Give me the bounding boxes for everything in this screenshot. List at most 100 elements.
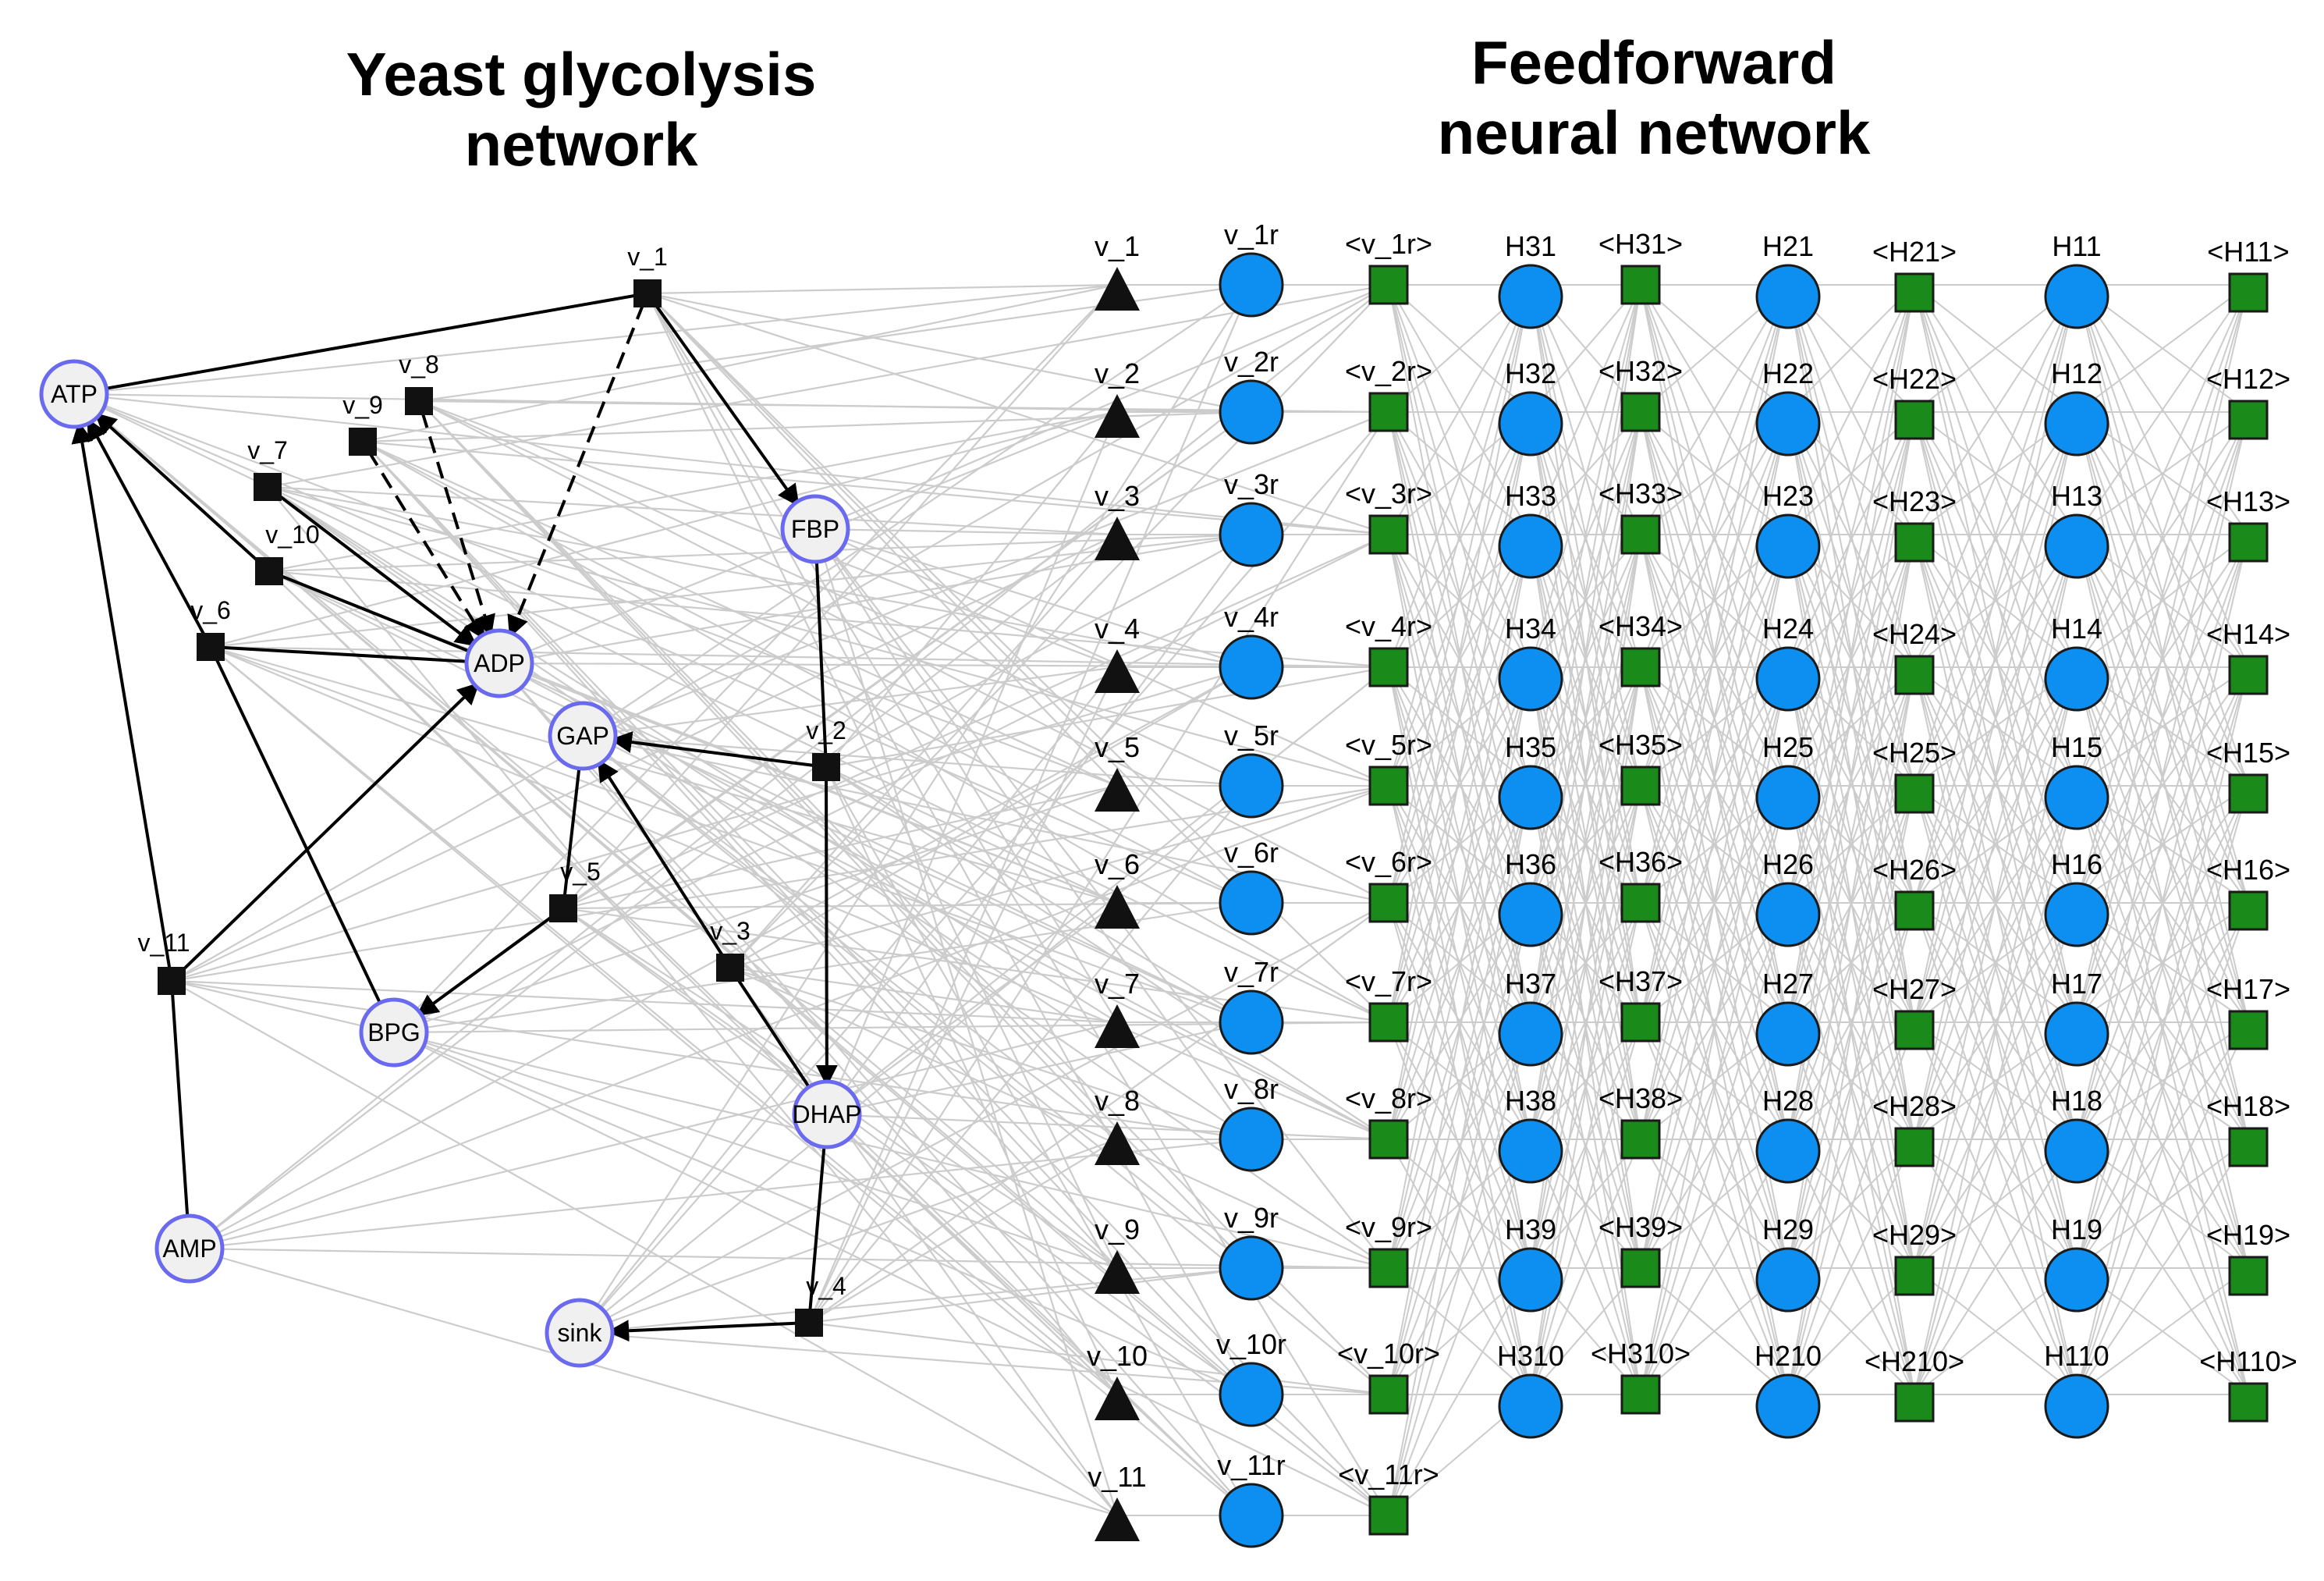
layer3-output-node-h310[interactable] [1620,1374,1661,1415]
layer2-output-node-h25[interactable] [1894,773,1935,814]
layer1-hidden-node-h16[interactable] [2044,882,2109,947]
metabolite-node-adp[interactable] [464,628,534,698]
reaction-node-v-9[interactable] [349,428,377,456]
layer1-output-node-h16[interactable] [2228,890,2269,931]
layer1-hidden-node-h19[interactable] [2044,1247,2109,1313]
layer2-hidden-node-h26[interactable] [1755,882,1821,947]
reaction-hidden-node-v-10r[interactable] [1219,1362,1284,1427]
reaction-node-v-8[interactable] [405,387,433,415]
metabolite-node-atp[interactable] [39,359,109,429]
reaction-hidden-node-v-2r[interactable] [1219,379,1284,445]
metabolite-node-gap[interactable] [548,701,618,771]
layer1-output-node-h13[interactable] [2228,522,2269,563]
layer2-output-node-h23[interactable] [1894,522,1935,563]
layer1-hidden-node-h17[interactable] [2044,1001,2109,1067]
layer3-hidden-node-h33[interactable] [1498,513,1563,579]
input-node-v-8[interactable] [1095,1121,1140,1165]
layer3-output-node-h34[interactable] [1620,647,1661,687]
reaction-output-node-v-4r[interactable] [1368,647,1409,687]
reaction-node-v-11[interactable] [158,967,186,995]
layer2-output-node-h22[interactable] [1894,400,1935,440]
metabolite-node-dhap[interactable] [792,1079,862,1149]
reaction-node-v-2[interactable] [812,753,840,781]
layer2-hidden-node-h21[interactable] [1755,264,1821,329]
layer1-hidden-node-h14[interactable] [2044,646,2109,712]
metabolite-node-sink[interactable] [545,1298,615,1368]
metabolite-node-fbp[interactable] [780,494,850,564]
layer2-hidden-node-h24[interactable] [1755,646,1821,712]
layer2-output-node-h21[interactable] [1894,272,1935,313]
reaction-hidden-node-v-8r[interactable] [1219,1107,1284,1172]
layer3-output-node-h33[interactable] [1620,514,1661,555]
layer3-hidden-node-h34[interactable] [1498,646,1563,712]
layer1-hidden-node-h13[interactable] [2044,513,2109,579]
layer3-hidden-node-h31[interactable] [1498,264,1563,329]
metabolite-node-amp[interactable] [154,1213,225,1284]
input-node-v-9[interactable] [1095,1250,1140,1294]
layer3-hidden-node-h37[interactable] [1498,1001,1563,1067]
layer2-output-node-h28[interactable] [1894,1127,1935,1167]
layer3-hidden-node-h39[interactable] [1498,1247,1563,1313]
layer1-hidden-node-h11[interactable] [2044,264,2109,329]
layer1-output-node-h11[interactable] [2228,272,2269,313]
layer2-output-node-h210[interactable] [1894,1382,1935,1423]
layer3-hidden-node-h35[interactable] [1498,765,1563,830]
input-node-v-2[interactable] [1095,394,1140,438]
layer3-hidden-node-h32[interactable] [1498,391,1563,457]
layer2-output-node-h27[interactable] [1894,1010,1935,1050]
input-node-v-7[interactable] [1095,1004,1140,1048]
reaction-node-v-6[interactable] [197,633,225,661]
layer3-hidden-node-h310[interactable] [1498,1373,1563,1439]
metabolite-node-bpg[interactable] [359,997,429,1068]
layer3-output-node-h39[interactable] [1620,1248,1661,1288]
layer3-output-node-h31[interactable] [1620,265,1661,305]
layer1-hidden-node-h18[interactable] [2044,1118,2109,1184]
layer1-hidden-node-h15[interactable] [2044,765,2109,830]
layer2-hidden-node-h23[interactable] [1755,513,1821,579]
reaction-hidden-node-v-3r[interactable] [1219,502,1284,567]
reaction-hidden-node-v-9r[interactable] [1219,1235,1284,1301]
layer3-hidden-node-h38[interactable] [1498,1118,1563,1184]
reaction-output-node-v-7r[interactable] [1368,1002,1409,1043]
reaction-hidden-node-v-5r[interactable] [1219,753,1284,819]
layer1-output-node-h14[interactable] [2228,655,2269,695]
reaction-hidden-node-v-11r[interactable] [1219,1483,1284,1548]
layer2-hidden-node-h210[interactable] [1755,1373,1821,1439]
layer1-hidden-node-h110[interactable] [2044,1373,2109,1439]
reaction-output-node-v-6r[interactable] [1368,883,1409,923]
reaction-node-v-3[interactable] [716,954,744,982]
input-node-v-1[interactable] [1095,267,1140,311]
layer3-output-node-h36[interactable] [1620,883,1661,923]
reaction-node-v-4[interactable] [795,1309,823,1337]
input-node-v-4[interactable] [1095,649,1140,693]
reaction-output-node-v-5r[interactable] [1368,766,1409,806]
layer1-output-node-h15[interactable] [2228,773,2269,814]
layer1-output-node-h19[interactable] [2228,1256,2269,1296]
reaction-hidden-node-v-4r[interactable] [1219,634,1284,700]
reaction-hidden-node-v-1r[interactable] [1219,252,1284,318]
reaction-node-v-1[interactable] [633,279,662,307]
layer3-output-node-h32[interactable] [1620,392,1661,432]
reaction-node-v-7[interactable] [254,473,282,501]
input-node-v-10[interactable] [1095,1377,1140,1420]
reaction-hidden-node-v-6r[interactable] [1219,870,1284,936]
reaction-output-node-v-8r[interactable] [1368,1119,1409,1160]
reaction-output-node-v-11r[interactable] [1368,1495,1409,1536]
layer3-output-node-h35[interactable] [1620,766,1661,806]
input-node-v-11[interactable] [1095,1498,1140,1541]
layer1-output-node-h18[interactable] [2228,1127,2269,1167]
input-node-v-5[interactable] [1095,768,1140,812]
layer2-hidden-node-h25[interactable] [1755,765,1821,830]
layer1-output-node-h12[interactable] [2228,400,2269,440]
reaction-output-node-v-9r[interactable] [1368,1248,1409,1288]
layer3-output-node-h38[interactable] [1620,1119,1661,1160]
reaction-output-node-v-10r[interactable] [1368,1374,1409,1415]
input-node-v-6[interactable] [1095,885,1140,929]
layer3-output-node-h37[interactable] [1620,1002,1661,1043]
layer2-hidden-node-h29[interactable] [1755,1247,1821,1313]
layer3-hidden-node-h36[interactable] [1498,882,1563,947]
reaction-output-node-v-3r[interactable] [1368,514,1409,555]
reaction-output-node-v-2r[interactable] [1368,392,1409,432]
reaction-node-v-10[interactable] [255,557,283,585]
layer1-hidden-node-h12[interactable] [2044,391,2109,457]
